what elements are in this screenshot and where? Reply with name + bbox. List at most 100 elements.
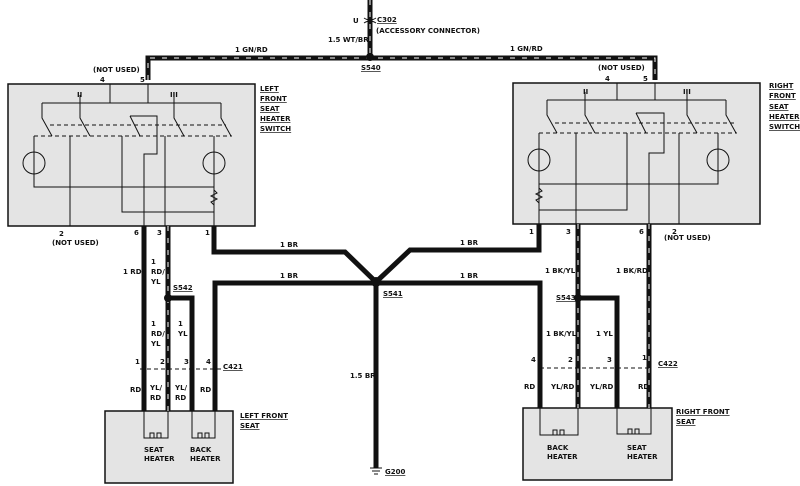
back-heater-element-icon (552, 429, 565, 436)
right-pin6: 6 (639, 228, 644, 236)
left-seat-wire2-label: YL/RD (149, 384, 163, 402)
s542-label: S542 (173, 284, 193, 292)
g200-label: G200 (385, 468, 405, 476)
left-pin5: 5 (140, 76, 145, 84)
svg-text:SEAT: SEAT (769, 103, 789, 111)
svg-text:RIGHT: RIGHT (769, 82, 794, 90)
left-not-used-bottom: (NOT USED) (52, 239, 99, 247)
s541-label: S541 (383, 290, 403, 298)
right-bkyl-top-label: 1 BK/YL (545, 267, 576, 275)
right-lamp-icon (202, 151, 226, 175)
c302-label: C302 (377, 16, 397, 24)
left-yl-label: 1 YL (177, 320, 188, 338)
left-seat-wires (140, 226, 222, 439)
br-main-label: 1.5 BR (350, 372, 376, 380)
right-lamp-b-icon (706, 148, 730, 172)
svg-text:BACK: BACK (547, 444, 569, 452)
right-lamp-a-icon (527, 148, 551, 172)
svg-text:SEAT: SEAT (676, 418, 696, 426)
svg-text:SEAT: SEAT (627, 444, 647, 452)
svg-text:1: 1 (151, 320, 156, 328)
feed-wires (145, 0, 658, 80)
c421-pin2: 2 (160, 358, 165, 366)
svg-text:YL/: YL/ (174, 384, 188, 392)
left-pin6: 6 (134, 229, 139, 237)
right-switch-internals (527, 83, 737, 224)
left-switch-internals (22, 84, 232, 226)
left-seat-wire4-label: RD (200, 386, 211, 394)
c422-pin2: 2 (568, 356, 573, 364)
svg-text:HEATER: HEATER (144, 455, 175, 463)
svg-text:HEATER: HEATER (260, 115, 291, 123)
c421-pin3: 3 (184, 358, 189, 366)
c421-pin4: 4 (206, 358, 211, 366)
right-seat-title: RIGHT FRONT SEAT (676, 408, 730, 426)
svg-text:SEAT: SEAT (260, 105, 280, 113)
right-pin2: 2 (672, 228, 677, 236)
back-heater-element-icon (197, 432, 210, 439)
splice-s541 (371, 277, 381, 287)
left-pin2: 2 (59, 230, 64, 238)
svg-text:RD: RD (175, 394, 186, 402)
right-seat-wire1-label: RD (524, 383, 535, 391)
svg-text:1: 1 (151, 258, 156, 266)
u-label: U (353, 17, 359, 25)
right-switch-title: RIGHT FRONT SEAT HEATER SWITCH (769, 82, 800, 131)
svg-text:YL: YL (177, 330, 188, 338)
right-switch-pos-b: III (683, 88, 691, 96)
right-seat-wires (539, 224, 652, 436)
wt-br-wire-label: 1.5 WT/BR (328, 36, 369, 44)
connector-desc: (ACCESSORY CONNECTOR) (376, 27, 480, 35)
right-pin1: 1 (529, 228, 534, 236)
c422-label: C422 (658, 360, 678, 368)
left-switch-box (7, 83, 256, 227)
right-pin5: 5 (643, 75, 648, 83)
br-lower-right-label: 1 BR (460, 272, 479, 280)
s540-label: S540 (361, 64, 381, 72)
svg-text:YL: YL (150, 340, 161, 348)
gn-rd-right-label: 1 GN/RD (510, 45, 543, 53)
svg-text:1: 1 (178, 320, 183, 328)
left-pin4: 4 (100, 76, 105, 84)
svg-text:HEATER: HEATER (547, 453, 578, 461)
svg-text:LEFT FRONT: LEFT FRONT (240, 412, 288, 420)
svg-text:LEFT: LEFT (260, 85, 279, 93)
right-bkrd-label: 1 BK/RD (616, 267, 648, 275)
splice-s542 (164, 294, 172, 302)
right-bkyl-bottom-label: 1 BK/YL (546, 330, 577, 338)
right-pin3: 3 (566, 228, 571, 236)
gn-rd-left-label: 1 GN/RD (235, 46, 268, 54)
left-rd-label: 1 RD (123, 268, 142, 276)
seat-heater-element-icon (149, 432, 162, 439)
svg-text:SWITCH: SWITCH (260, 125, 291, 133)
br-upper-right-label: 1 BR (460, 239, 479, 247)
c421-pin1: 1 (135, 358, 140, 366)
left-seat-title: LEFT FRONT SEAT (240, 412, 288, 430)
left-switch-title: LEFT FRONT SEAT HEATER SWITCH (260, 85, 291, 133)
ground-wires (211, 224, 543, 475)
splice-s543 (574, 294, 582, 302)
c422-pin1: 1 (642, 354, 647, 362)
svg-text:SWITCH: SWITCH (769, 123, 800, 131)
svg-text:YL: YL (150, 278, 161, 286)
left-rdyl-top-label: 1 RD/ YL (150, 258, 165, 286)
br-upper-left-label: 1 BR (280, 241, 299, 249)
c421-label: C421 (223, 363, 243, 371)
right-switch-pos-a: II (583, 88, 588, 96)
left-seat-wire3-label: YL/RD (174, 384, 188, 402)
svg-text:RD/: RD/ (151, 268, 165, 276)
ground-icon (370, 467, 382, 475)
left-not-used-top: (NOT USED) (93, 66, 140, 74)
svg-text:HEATER: HEATER (190, 455, 221, 463)
right-not-used-bottom: (NOT USED) (664, 234, 711, 242)
right-seat-wire2-label: YL/RD (550, 383, 574, 391)
svg-text:FRONT: FRONT (260, 95, 287, 103)
left-pin1: 1 (205, 229, 210, 237)
svg-text:RD: RD (150, 394, 161, 402)
s543-label: S543 (556, 294, 576, 302)
